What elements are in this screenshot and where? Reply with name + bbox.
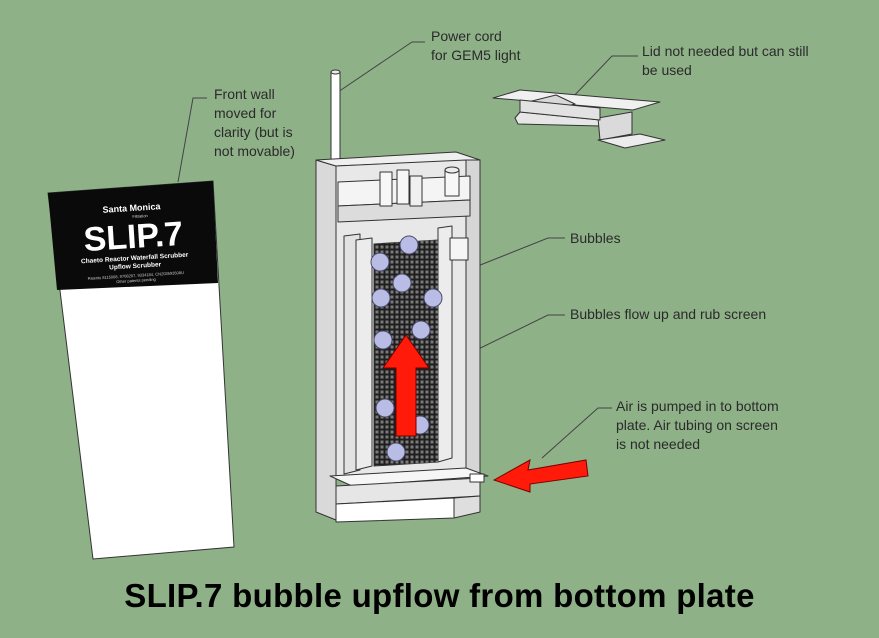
front-wall-panel: Santa Monica Filtration SLIP.7 Chaeto Re… [47, 180, 235, 560]
callout-air: Air is pumped in to bottom plate. Air tu… [616, 398, 779, 452]
callout-bubbles-flow: Bubbles flow up and rub screen [570, 306, 767, 322]
panel-brand: Santa Monica [102, 201, 162, 215]
callout-power-cord: Power cord for GEM5 light [431, 28, 521, 63]
callout-bubbles: Bubbles [570, 230, 621, 246]
panel-model: SLIP.7 [82, 215, 184, 259]
callout-lid: Lid not needed but can still be used [642, 43, 809, 78]
lid-piece [492, 89, 666, 149]
diagram-caption: SLIP.7 bubble upflow from bottom plate [124, 577, 755, 614]
panel-brand-sub: Filtration [132, 213, 148, 219]
air-inlet-arrow [492, 459, 589, 493]
panel-line2: Upflow Scrubber [109, 261, 162, 271]
upflow-arrow [382, 334, 430, 437]
panel-patents: Patents 8115008, 9708207, 9334184, CN203… [87, 270, 184, 281]
bubbles [370, 235, 443, 462]
callout-front-wall: Front wall moved for clarity (but is not… [214, 86, 295, 159]
panel-patents-pending: Other patents pending [116, 277, 156, 284]
